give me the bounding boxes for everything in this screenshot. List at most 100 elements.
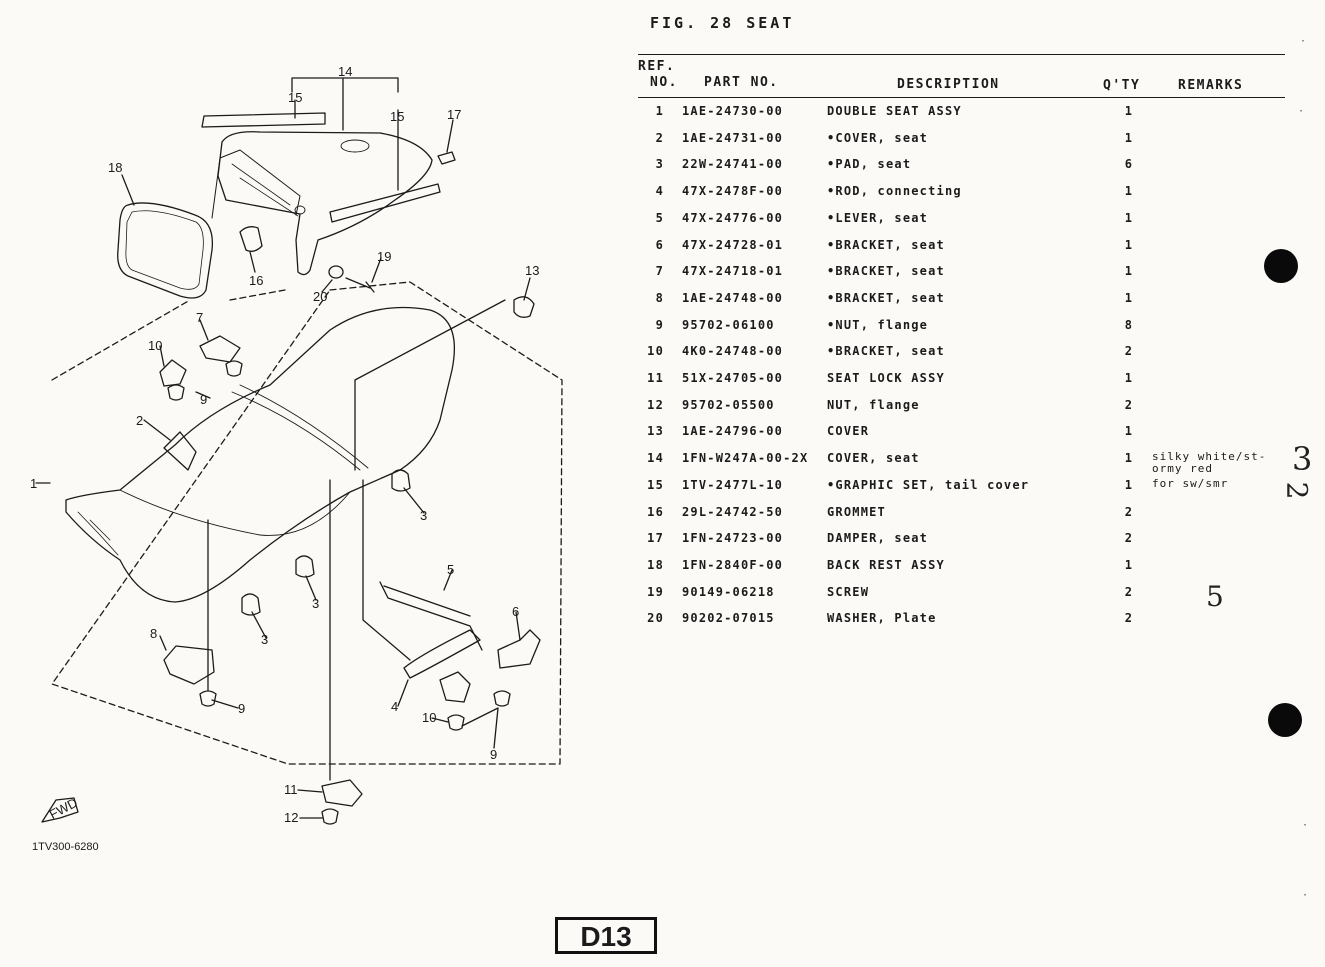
part-number-cell: 47X-24728-01 (682, 237, 784, 252)
table-row: 12 95702-05500 NUT, flange 2 (638, 398, 1298, 424)
quantity-cell: 1 (1124, 424, 1134, 439)
part-number-cell: 1AE-24731-00 (682, 130, 784, 145)
header-description: DESCRIPTION (897, 77, 1000, 92)
description-cell: •BRACKET, seat (827, 290, 945, 305)
figure-code: 1TV300-6280 (32, 841, 99, 853)
description-cell: •BRACKET, seat (827, 344, 945, 359)
table-header-rule (638, 97, 1285, 98)
ref-cell: 11 (647, 371, 664, 385)
callout-15: 15 (390, 109, 404, 124)
ref-cell: 14 (647, 451, 664, 466)
quantity-cell: 2 (1124, 584, 1134, 599)
quantity-cell: 1 (1124, 210, 1134, 225)
quantity-cell: 1 (1124, 184, 1134, 199)
description-cell: DAMPER, seat (827, 531, 929, 546)
callout-3: 3 (420, 508, 427, 523)
fwd-label: FWD (47, 795, 80, 822)
description-cell: •PAD, seat (827, 157, 912, 172)
quantity-cell: 1 (1124, 371, 1134, 385)
description-cell: •GRAPHIC SET, tail cover (827, 477, 1030, 492)
part-number-cell: 1AE-24796-00 (682, 424, 784, 439)
quantity-cell: 2 (1124, 611, 1134, 626)
description-cell: GROMMET (827, 504, 886, 519)
part-number-cell: 1AE-24730-00 (682, 104, 784, 118)
figure-title: FIG. 28 SEAT (650, 14, 795, 32)
table-row: 2 1AE-24731-00 •COVER, seat 1 (638, 131, 1298, 157)
quantity-cell: 2 (1124, 397, 1134, 412)
description-cell: SEAT LOCK ASSY (827, 371, 945, 385)
ref-cell: 8 (655, 290, 664, 305)
quantity-cell: 1 (1124, 130, 1134, 145)
table-row: 9 95702-06100 •NUT, flange 8 (638, 318, 1298, 344)
callout-14: 14 (338, 64, 352, 79)
description-cell: DOUBLE SEAT ASSY (827, 104, 962, 118)
callout-11: 11 (284, 782, 298, 797)
quantity-cell: 1 (1124, 264, 1134, 279)
quantity-cell: 6 (1124, 157, 1134, 172)
callout-3: 3 (261, 632, 268, 647)
header-ref-line2: NO. (650, 75, 678, 90)
quantity-cell: 1 (1124, 237, 1134, 252)
table-row: 7 47X-24718-01 •BRACKET, seat 1 (638, 264, 1298, 290)
callout-13: 13 (525, 263, 539, 278)
description-cell: •ROD, connecting (827, 184, 962, 199)
part-number-cell: 1FN-2840F-00 (682, 557, 784, 572)
header-ref-line1: REF. (638, 59, 676, 74)
callout-3: 3 (312, 596, 319, 611)
part-number-cell: 1AE-24748-00 (682, 290, 784, 305)
ref-cell: 9 (655, 317, 664, 332)
quantity-cell: 1 (1124, 104, 1134, 118)
callout-1: 1 (30, 476, 37, 491)
description-cell: •NUT, flange (827, 317, 929, 332)
quantity-cell: 8 (1124, 317, 1134, 332)
callout-9: 9 (238, 701, 245, 716)
header-qty: Q'TY (1103, 78, 1141, 93)
callout-16: 16 (249, 273, 263, 288)
part-number-cell: 95702-05500 (682, 397, 775, 412)
callout-17: 17 (447, 107, 461, 122)
description-cell: SCREW (827, 584, 870, 599)
callout-5: 5 (447, 562, 454, 577)
ref-cell: 2 (655, 130, 664, 145)
quantity-cell: 1 (1124, 451, 1134, 466)
description-cell: NUT, flange (827, 397, 920, 412)
part-number-cell: 51X-24705-00 (682, 371, 784, 385)
part-number-cell: 47X-2478F-00 (682, 184, 784, 199)
ref-cell: 20 (647, 611, 664, 626)
description-cell: •BRACKET, seat (827, 264, 945, 279)
callout-8: 8 (150, 626, 157, 641)
ref-cell: 19 (647, 584, 664, 599)
part-number-cell: 1TV-2477L-10 (682, 477, 784, 492)
callout-7: 7 (196, 310, 203, 325)
callout-6: 6 (512, 604, 519, 619)
description-cell: WASHER, Plate (827, 611, 937, 626)
callout-9: 9 (490, 747, 497, 762)
ref-cell: 13 (647, 424, 664, 439)
header-part-no: PART NO. (704, 75, 779, 90)
quantity-cell: 2 (1124, 504, 1134, 519)
part-number-cell: 90149-06218 (682, 584, 775, 599)
table-row: 20 90202-07015 WASHER, Plate 2 (638, 611, 1298, 637)
part-number-cell: 95702-06100 (682, 317, 775, 332)
callout-15: 15 (288, 90, 302, 105)
ref-cell: 12 (647, 397, 664, 412)
ref-cell: 6 (655, 237, 664, 252)
remarks-cell: for sw/smr (1152, 476, 1229, 490)
part-number-cell: 90202-07015 (682, 611, 775, 626)
ref-cell: 17 (647, 531, 664, 546)
fwd-arrow-icon (41, 797, 79, 823)
punch-hole (1264, 249, 1298, 283)
part-number-cell: 47X-24718-01 (682, 264, 784, 279)
quantity-cell: 1 (1124, 477, 1134, 492)
quantity-cell: 2 (1124, 531, 1134, 546)
handwritten-mark: 5 (1206, 580, 1224, 613)
ref-cell: 7 (655, 264, 664, 279)
ref-cell: 16 (647, 504, 664, 519)
description-cell: •COVER, seat (827, 130, 929, 145)
description-cell: •LEVER, seat (827, 210, 929, 225)
